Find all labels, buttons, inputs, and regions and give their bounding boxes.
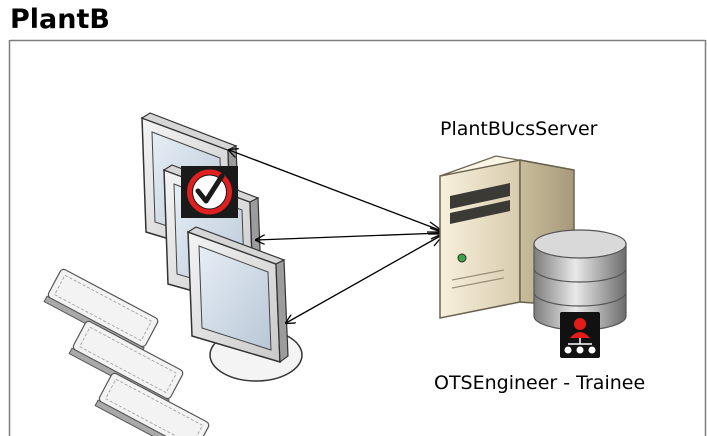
checkmark-badge-icon (181, 166, 238, 218)
keyboard-icon (94, 372, 210, 436)
connection-arrow (286, 234, 443, 323)
connection-arrow (229, 150, 443, 232)
plant-frame (8, 39, 707, 436)
plant-title: PlantB (10, 4, 110, 35)
database-icon (533, 229, 627, 331)
user-role-icon (560, 312, 600, 358)
server-name-label: PlantBUcsServer (440, 118, 598, 140)
user-role-label: OTSEngineer - Trainee (434, 372, 646, 394)
monitor-icon (186, 226, 303, 382)
workstation-cluster-icon (43, 112, 303, 436)
connection-arrow (256, 232, 443, 240)
